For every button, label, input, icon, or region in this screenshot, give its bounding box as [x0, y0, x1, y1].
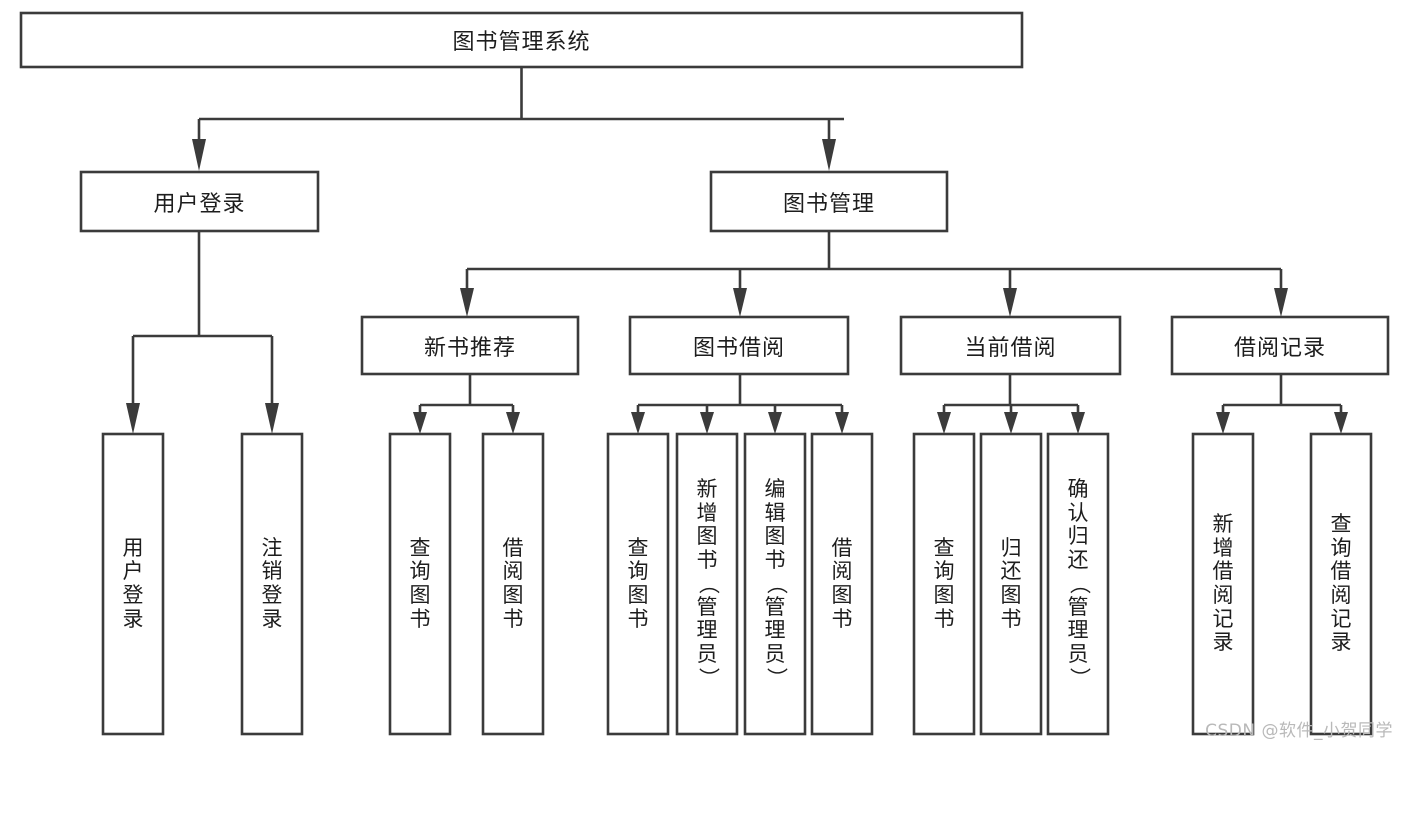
arrow-root-to-user-login — [192, 139, 206, 171]
arrow-bb-leaf-3 — [768, 412, 782, 434]
system-structure-diagram: 图书管理系统 用户登录 图书管理 新书推荐 图书借阅 当前借阅 借阅记录 用户登… — [19, 11, 1393, 741]
node-user-login[interactable] — [79, 170, 320, 233]
arrow-user-login-leaf-2 — [265, 403, 279, 434]
nodes-layer — [19, 11, 1390, 736]
arrow-bb-leaf-2 — [700, 412, 714, 434]
arrow-cb-leaf-2 — [1004, 412, 1018, 434]
node-leaf-query-book-3[interactable] — [912, 432, 976, 736]
node-leaf-add-borrow-record[interactable] — [1191, 432, 1255, 736]
arrow-bm-borrow-record — [1274, 288, 1288, 317]
node-leaf-edit-book-admin[interactable] — [743, 432, 807, 736]
arrow-bm-current-borrow — [1003, 288, 1017, 317]
node-leaf-query-borrow-record[interactable] — [1309, 432, 1373, 736]
node-root-system[interactable] — [19, 11, 1024, 69]
node-current-borrow[interactable] — [899, 315, 1122, 376]
diagram-canvas — [19, 11, 1390, 736]
node-leaf-confirm-return-admin[interactable] — [1046, 432, 1110, 736]
node-leaf-query-book-1[interactable] — [388, 432, 452, 736]
node-book-borrow[interactable] — [628, 315, 850, 376]
node-leaf-user-login[interactable] — [101, 432, 165, 736]
node-borrow-record[interactable] — [1170, 315, 1390, 376]
csdn-watermark: CSDN @软件_小贺同学 — [1205, 721, 1393, 741]
edges-layer — [126, 67, 1348, 434]
arrow-nbr-leaf-1 — [413, 412, 427, 434]
node-leaf-query-book-2[interactable] — [606, 432, 670, 736]
node-leaf-borrow-book-1[interactable] — [481, 432, 545, 736]
node-leaf-logout-login[interactable] — [240, 432, 304, 736]
arrow-br-leaf-2 — [1334, 412, 1348, 434]
node-leaf-return-book[interactable] — [979, 432, 1043, 736]
node-leaf-add-book-admin[interactable] — [675, 432, 739, 736]
arrow-user-login-leaf-1 — [126, 403, 140, 434]
arrow-cb-leaf-1 — [937, 412, 951, 434]
node-new-book-recommend[interactable] — [360, 315, 580, 376]
arrow-root-to-book-management — [822, 139, 836, 171]
arrow-nbr-leaf-2 — [506, 412, 520, 434]
arrow-bb-leaf-4 — [835, 412, 849, 434]
arrow-cb-leaf-3 — [1071, 412, 1085, 434]
arrow-bb-leaf-1 — [631, 412, 645, 434]
arrow-bm-book-borrow — [733, 288, 747, 317]
arrow-br-leaf-1 — [1216, 412, 1230, 434]
node-leaf-borrow-book-2[interactable] — [810, 432, 874, 736]
node-book-management[interactable] — [709, 170, 949, 233]
arrow-bm-new-book-recommend — [460, 288, 474, 317]
